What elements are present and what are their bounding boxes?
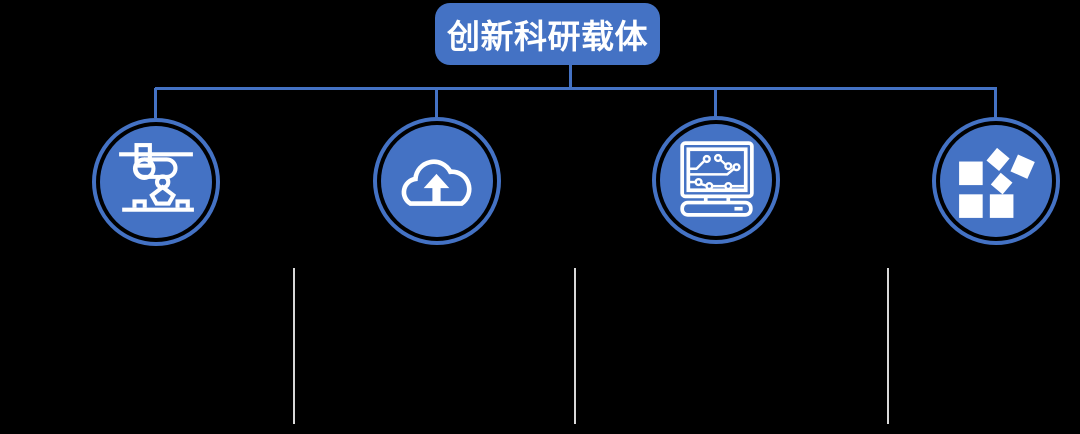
- column-divider-1: [293, 268, 295, 424]
- computer-circuit-icon: [680, 141, 754, 217]
- node-circle-3: [652, 116, 780, 244]
- connector-stub-1: [154, 88, 157, 118]
- node-disc-1: [100, 126, 212, 238]
- robotic-arm-icon: [119, 143, 194, 212]
- connector-stub-2: [435, 88, 438, 118]
- connector-stub-3: [714, 88, 717, 117]
- column-divider-3: [887, 268, 889, 424]
- node-circle-4: [932, 117, 1060, 245]
- node-disc-2: [381, 125, 493, 237]
- column-divider-2: [574, 268, 576, 424]
- node-circle-2: [373, 117, 501, 245]
- diagram-title: 创新科研载体: [447, 18, 648, 55]
- title-box: 创新科研载体: [435, 3, 660, 65]
- node-disc-3: [660, 124, 772, 236]
- connector-title-stub: [569, 65, 572, 90]
- connector-horizontal: [155, 87, 997, 90]
- building-blocks-icon: [959, 147, 1035, 218]
- cloud-upload-icon: [401, 159, 472, 206]
- connector-stub-4: [994, 88, 997, 118]
- node-circle-1: [92, 118, 220, 246]
- node-disc-4: [940, 125, 1052, 237]
